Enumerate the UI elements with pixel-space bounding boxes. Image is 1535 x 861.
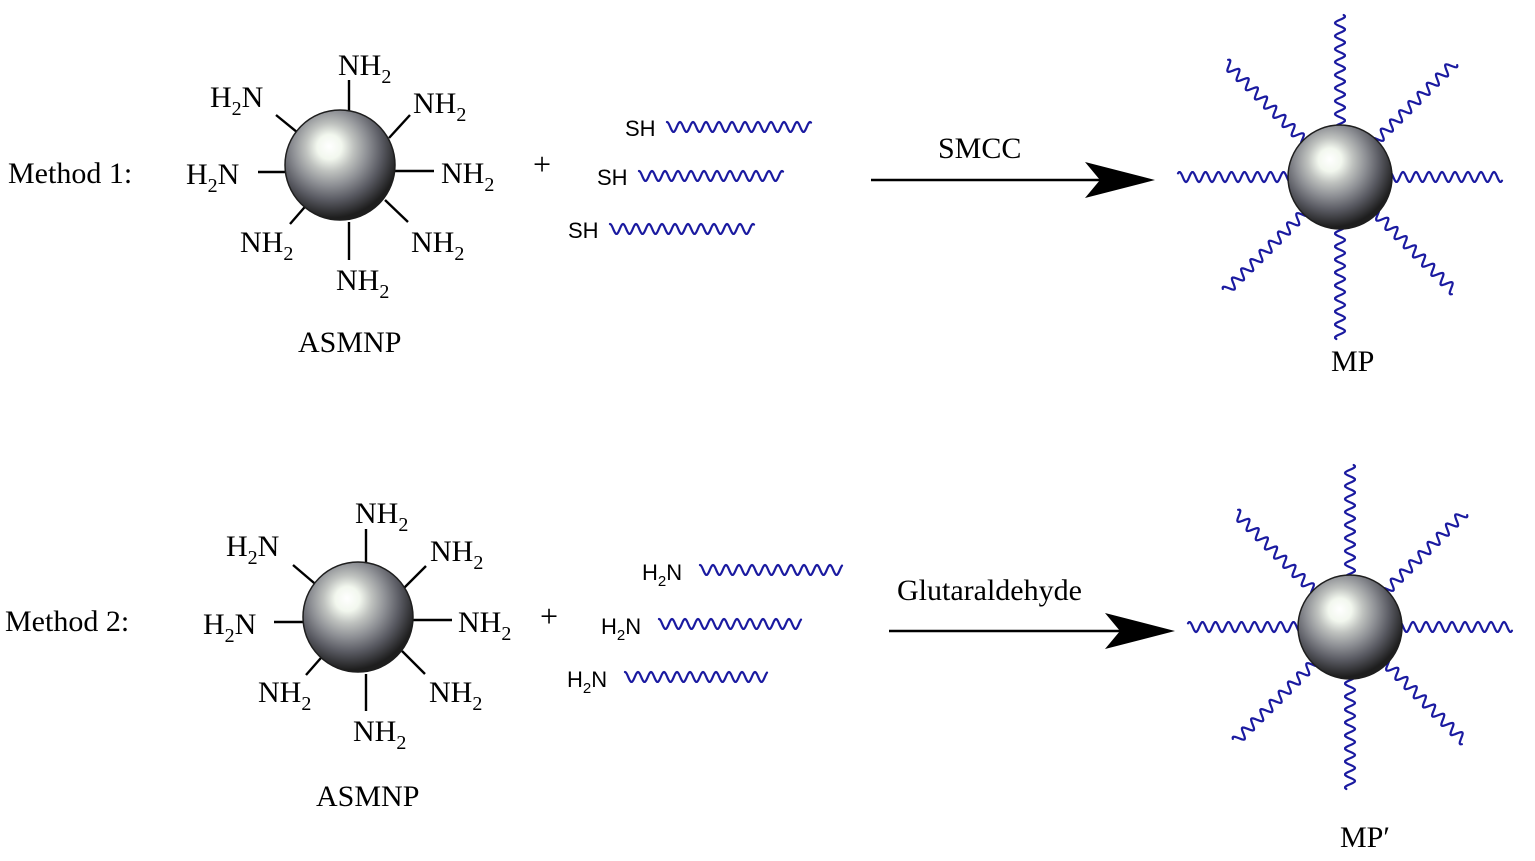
grafted-strand	[1370, 63, 1459, 142]
grafted-strand	[1343, 463, 1356, 579]
method-2-reaction-arrow	[889, 613, 1175, 649]
method-1-thiol-strands: SH SH SH	[568, 116, 813, 243]
method-2-particle-label: ASMNP	[316, 780, 419, 813]
amine-group-w: H2N	[186, 158, 239, 197]
amine-group-sw: NH2	[258, 676, 311, 715]
bond-ne	[403, 565, 427, 589]
method-2-row: Method 2: NH2 NH2 NH2 NH2 NH2 NH2 H2N H2…	[5, 463, 1514, 854]
method-2-reactant-particle: NH2 NH2 NH2 NH2 NH2 NH2 H2N H2N	[203, 497, 511, 754]
arrow-head	[1085, 162, 1155, 198]
amine-group-se: NH2	[429, 676, 482, 715]
amine-group-n: NH2	[355, 497, 408, 536]
method-1-reagent: SMCC	[938, 132, 1021, 165]
amine-group-n: NH2	[338, 49, 391, 88]
method-2-amine-strands: H2N H2N H2N	[567, 560, 844, 697]
grafted-strand	[1176, 171, 1292, 184]
method-1-reaction-arrow	[871, 162, 1155, 198]
amine-group-s: NH2	[336, 264, 389, 303]
method-2-label: Method 2:	[5, 605, 129, 638]
grafted-strand	[1333, 13, 1346, 129]
grafted-strand	[1398, 620, 1514, 633]
method-2-plus-sign: +	[540, 598, 558, 634]
nanoparticle-sphere	[1287, 124, 1393, 230]
method-1-reactant-particle: NH2 NH2 NH2 NH2 NH2 NH2 H2N H2N	[186, 49, 494, 303]
grafted-strand	[1226, 58, 1305, 147]
amine-group-ne: NH2	[430, 535, 483, 574]
thiol-group: SH	[597, 165, 628, 190]
method-1-product-particle	[1176, 13, 1504, 341]
amine-group-sw: NH2	[240, 226, 293, 265]
method-2-reagent: Glutaraldehyde	[897, 574, 1082, 607]
oligo-strand	[657, 617, 803, 630]
bond-se	[401, 650, 426, 675]
oligo-strand	[637, 169, 785, 182]
oligo-strand	[623, 670, 769, 683]
grafted-strand	[1236, 508, 1315, 597]
grafted-strand	[1334, 225, 1347, 341]
grafted-strand	[1221, 212, 1310, 291]
arrow-head	[1105, 613, 1175, 649]
oligo-strand	[665, 120, 813, 133]
grafted-strand	[1344, 675, 1357, 791]
method-1-row: Method 1: NH2 NH2 NH2 NH2 NH2 NH2 H2N H2…	[8, 13, 1504, 378]
amine-terminal-group: H2N	[642, 560, 682, 590]
amine-group-ne: NH2	[413, 87, 466, 126]
grafted-strand	[1388, 170, 1504, 183]
grafted-strand	[1380, 513, 1469, 592]
amine-group-s: NH2	[353, 715, 406, 754]
method-1-particle-label: ASMNP	[298, 326, 401, 359]
oligo-strand	[698, 563, 844, 576]
amine-terminal-group: H2N	[567, 667, 607, 697]
method-1-plus-sign: +	[533, 146, 551, 182]
amine-terminal-group: H2N	[601, 614, 641, 644]
amine-group-e: NH2	[441, 157, 494, 196]
amine-group-w: H2N	[203, 608, 256, 647]
oligo-strand	[608, 222, 756, 235]
thiol-group: SH	[625, 116, 656, 141]
grafted-strand	[1186, 621, 1302, 634]
amine-group-nw: H2N	[210, 81, 263, 120]
method-2-product-particle	[1186, 463, 1514, 791]
thiol-group: SH	[568, 218, 599, 243]
method-1-product-label: MP	[1331, 345, 1374, 378]
grafted-strand	[1231, 662, 1320, 741]
bond-ne	[388, 114, 411, 139]
nanoparticle-sphere	[284, 109, 396, 221]
amine-group-e: NH2	[458, 606, 511, 645]
nanoparticle-sphere	[1297, 574, 1403, 680]
method-1-label: Method 1:	[8, 157, 132, 190]
nanoparticle-sphere	[302, 561, 414, 673]
grafted-strand	[1385, 657, 1464, 746]
method-2-product-label: MP′	[1340, 821, 1390, 854]
bond-se	[384, 199, 409, 223]
amine-group-se: NH2	[411, 226, 464, 265]
grafted-strand	[1375, 207, 1454, 296]
amine-group-nw: H2N	[226, 530, 279, 569]
